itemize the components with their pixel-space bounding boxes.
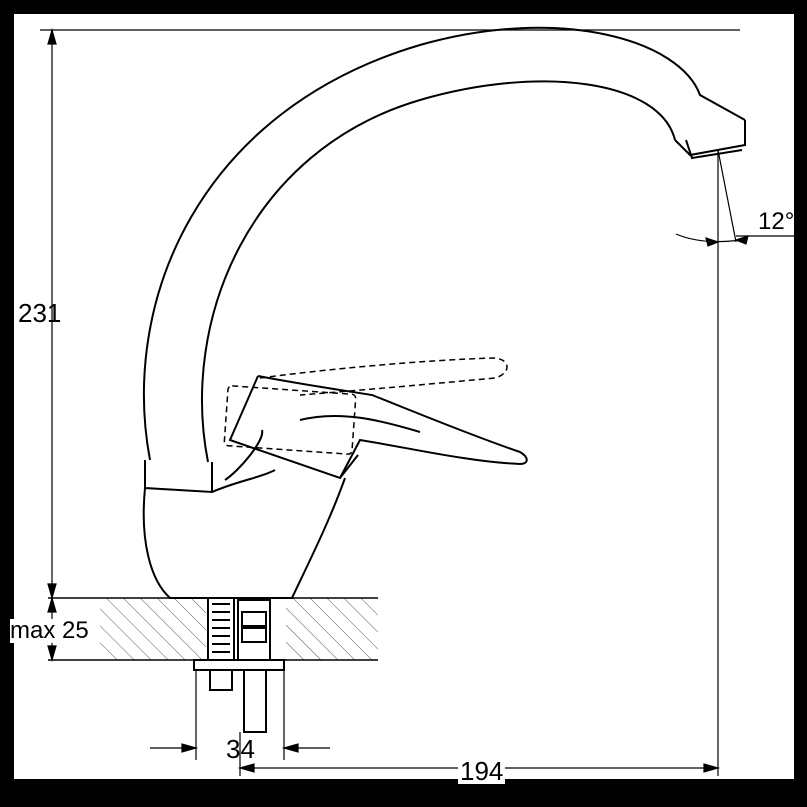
lever-handle (228, 375, 528, 480)
angle-dimension-label: 12° (758, 208, 795, 235)
faucet-body (142, 429, 346, 599)
mounting-hardware (193, 597, 285, 733)
max-thickness-label: max 25 (10, 617, 89, 644)
hole-diameter-label: 34 (226, 734, 255, 764)
spout (143, 26, 746, 463)
reach-dimension-label: 194 (458, 756, 506, 786)
dimension-lines (40, 27, 800, 776)
lever-alt-position (223, 357, 508, 455)
height-dimension-label: 231 (18, 298, 62, 328)
countertop-section (48, 597, 378, 661)
